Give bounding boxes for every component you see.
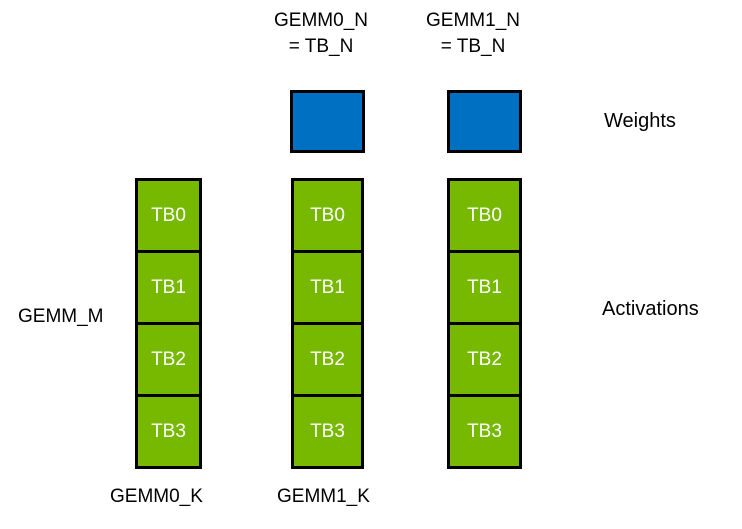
- gemm0-n-label: GEMM0_N = TB_N: [274, 8, 368, 60]
- gemm1-n-label-line2: = TB_N: [440, 36, 506, 57]
- gemm1-n-label: GEMM1_N = TB_N: [426, 8, 520, 60]
- gemm1-n-label-line1: GEMM1_N: [426, 10, 520, 31]
- gemm0-n-label-line1: GEMM0_N: [274, 10, 368, 31]
- tb-cell: TB2: [135, 322, 202, 397]
- tb-cell: TB2: [447, 322, 522, 397]
- tb-cell: TB0: [135, 178, 202, 253]
- tb-cell: TB3: [291, 394, 364, 469]
- tb-cell: TB1: [291, 250, 364, 325]
- gemm1-weight-tile: [447, 90, 522, 153]
- gemm0-weight-tile: [290, 90, 365, 153]
- gemm0-k-label: GEMM0_K: [110, 486, 203, 507]
- tb-cell: TB3: [447, 394, 522, 469]
- activation-column-gemm1: TB0 TB1 TB2 TB3: [291, 178, 364, 469]
- tb-cell: TB3: [135, 394, 202, 469]
- weights-label: Weights: [604, 110, 676, 132]
- tb-cell: TB0: [447, 178, 522, 253]
- tb-cell: TB1: [135, 250, 202, 325]
- gemm0-n-label-line2: = TB_N: [288, 36, 354, 57]
- gemm1-k-label: GEMM1_K: [277, 486, 370, 507]
- tb-cell: TB1: [447, 250, 522, 325]
- activation-column-output: TB0 TB1 TB2 TB3: [447, 178, 522, 469]
- activation-column-gemm0: TB0 TB1 TB2 TB3: [135, 178, 202, 469]
- gemm-m-label: GEMM_M: [18, 306, 104, 327]
- tb-cell: TB0: [291, 178, 364, 253]
- tb-cell: TB2: [291, 322, 364, 397]
- activations-label: Activations: [602, 298, 699, 320]
